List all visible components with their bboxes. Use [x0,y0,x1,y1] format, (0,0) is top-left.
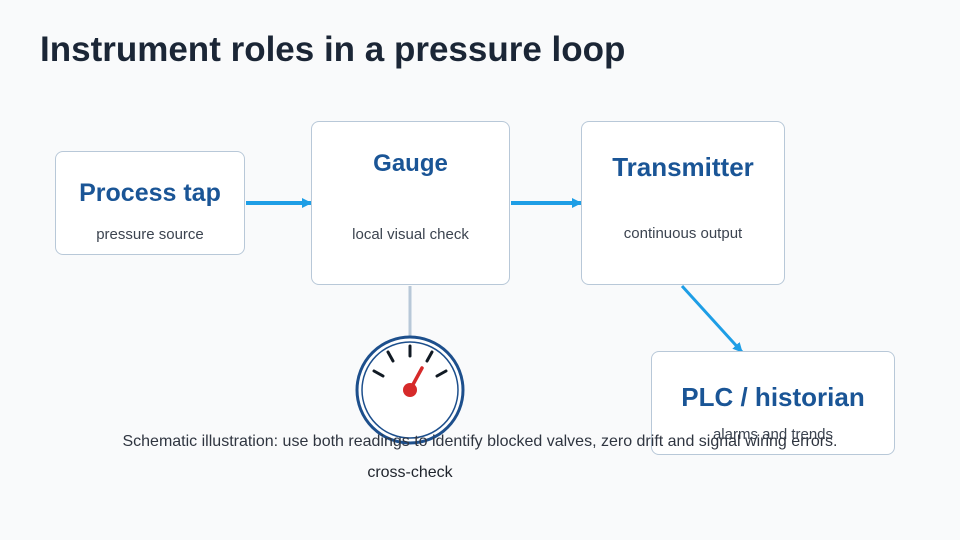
gauge-subtitle: local visual check [352,226,469,243]
process-tap-subtitle: pressure source [96,226,204,243]
plc-node: PLC / historian alarms and trends [651,351,895,455]
process-tap-node: Process tap pressure source [55,151,245,255]
diagram-caption: Schematic illustration: use both reading… [122,433,838,450]
transmitter-subtitle: continuous output [623,225,743,242]
arrow-transmitter-to-plc [680,284,744,354]
transmitter-title: Transmitter [612,152,754,182]
plc-title: PLC / historian [681,382,865,412]
plc-subtitle: alarms and trends [712,426,834,443]
transmitter-node: Transmitter continuous output [581,121,785,285]
pressure-gauge-icon [355,335,465,445]
gauge-icon-label: cross-check [367,464,453,481]
gauge-node: Gauge local visual check [311,121,510,285]
process-tap-title: Process tap [79,179,221,207]
page-title: Instrument roles in a pressure loop [40,30,626,69]
gauge-title: Gauge [373,150,448,177]
